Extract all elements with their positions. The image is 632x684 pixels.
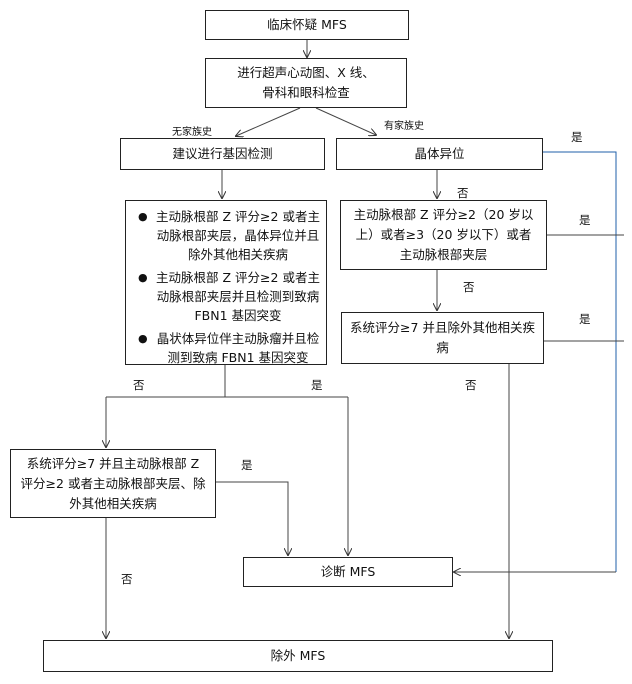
label-systemic-no: 否: [465, 378, 477, 392]
exam-node: 进行超声心动图、X 线、 骨科和眼科检查: [205, 58, 407, 108]
arrow-exam-to-lens: [315, 107, 376, 135]
line-combined-yes: [216, 481, 288, 555]
suspect-mfs-node: 临床怀疑 MFS: [205, 10, 409, 40]
label-combined-no: 否: [121, 572, 133, 586]
label-lens-no: 否: [457, 186, 469, 200]
label-family-history: 有家族史: [384, 121, 424, 132]
criteria-item: 主动脉根部 Z 评分≥2 或者主动脉根部夹层，晶体异位并且除外其他相关疾病: [126, 207, 326, 264]
label-combined-yes: 是: [241, 458, 253, 472]
lens-node: 晶体异位: [336, 138, 543, 170]
criteria-node: 主动脉根部 Z 评分≥2 或者主动脉根部夹层，晶体异位并且除外其他相关疾病 主动…: [125, 200, 327, 365]
diagnose-mfs-node: 诊断 MFS: [243, 557, 453, 587]
zscore-check-node: 主动脉根部 Z 评分≥2（20 岁以上）或者≥3（20 岁以下）或者主动脉根部夹…: [340, 200, 547, 270]
gene-test-node: 建议进行基因检测: [120, 138, 325, 170]
label-no-family-history: 无家族史: [172, 127, 212, 138]
label-criteria-no: 否: [133, 378, 145, 392]
criteria-item: 主动脉根部 Z 评分≥2 或者主动脉根部夹层并且检测到致病 FBN1 基因突变: [126, 268, 326, 325]
arrow-exam-to-gene-test: [236, 107, 301, 136]
combined-check-node: 系统评分≥7 并且主动脉根部 Z 评分≥2 或者主动脉根部夹层、除外其他相关疾病: [10, 449, 216, 518]
label-criteria-yes: 是: [311, 378, 323, 392]
label-zscore-no: 否: [463, 280, 475, 294]
label-lens-yes: 是: [571, 130, 583, 144]
label-systemic-yes: 是: [579, 312, 591, 326]
label-zscore-yes: 是: [579, 213, 591, 227]
criteria-item: 晶状体异位伴主动脉瘤并且检测到致病 FBN1 基因突变: [126, 329, 326, 367]
exclude-mfs-node: 除外 MFS: [43, 640, 553, 672]
systemic-check-node: 系统评分≥7 并且除外其他相关疾病: [341, 312, 544, 364]
criteria-list: 主动脉根部 Z 评分≥2 或者主动脉根部夹层，晶体异位并且除外其他相关疾病 主动…: [126, 207, 326, 367]
line-lens-to-diagnose: [543, 151, 617, 572]
